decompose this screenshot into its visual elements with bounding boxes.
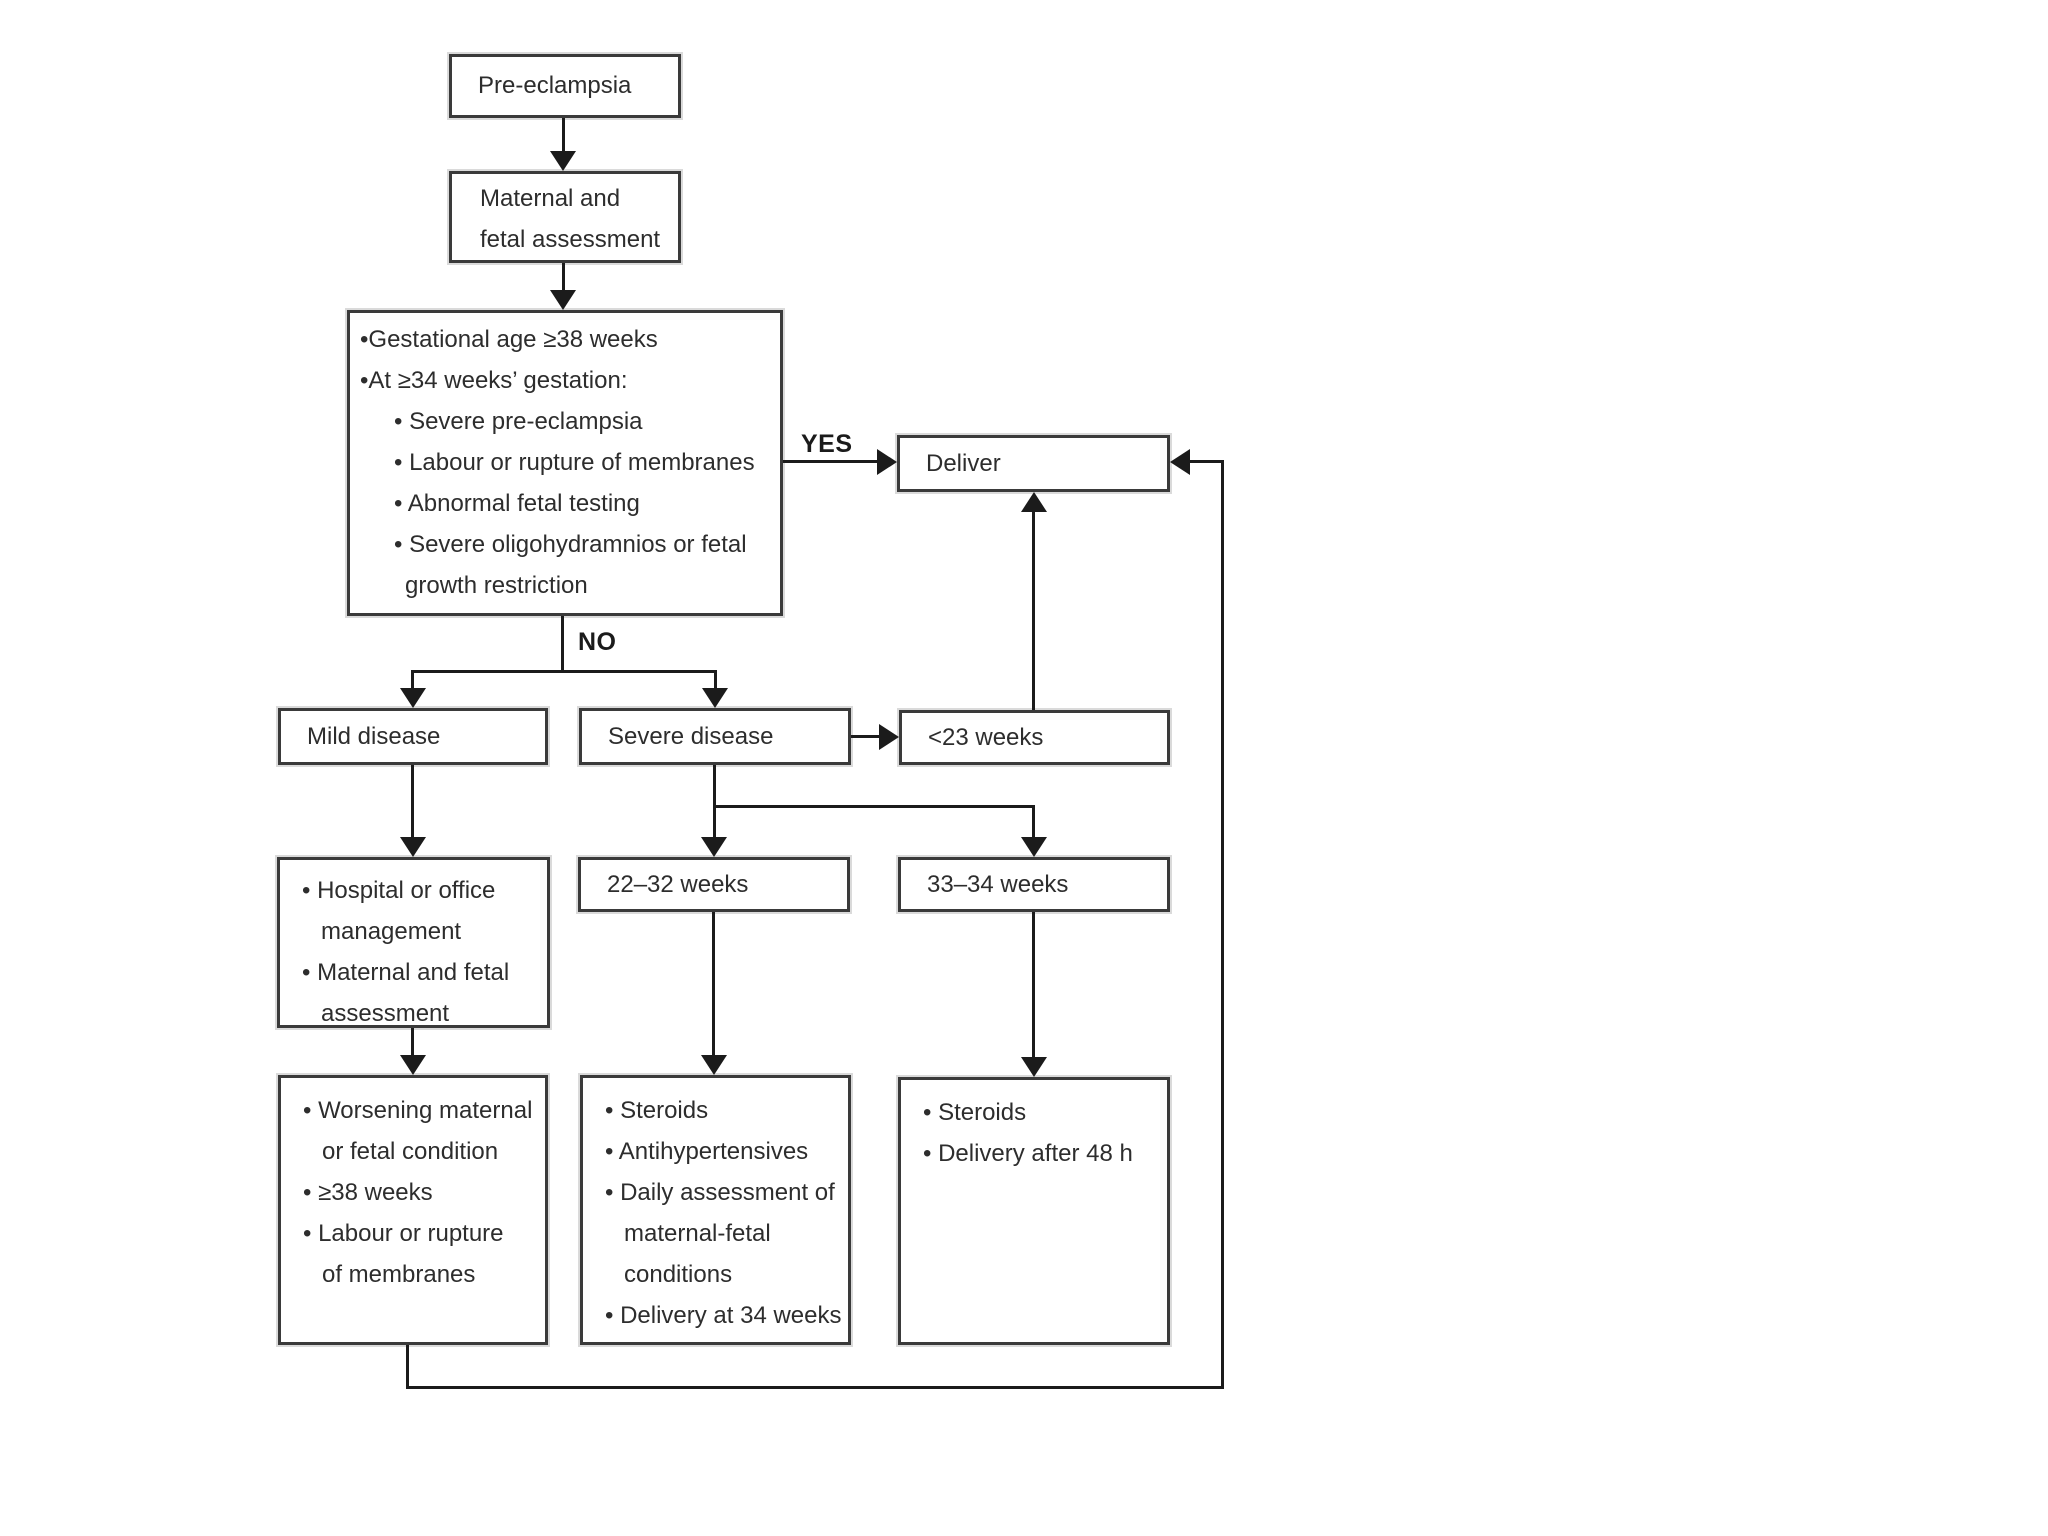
connector-hospital-to-worsening	[411, 1028, 414, 1057]
arrowhead-under23-to-deliver	[1021, 492, 1047, 512]
node-delivery-criteria: •Gestational age ≥38 weeks •At ≥34 weeks…	[345, 308, 785, 618]
connector-severe-down	[713, 765, 716, 839]
worsening-line: • Labour or rupture	[303, 1220, 504, 1247]
connector-severe-to-under23	[851, 735, 881, 738]
node-33-34-weeks: 33–34 weeks	[896, 855, 1172, 914]
node-pre-eclampsia: Pre-eclampsia	[447, 52, 683, 120]
hospital-line: • Maternal and fetal	[302, 959, 510, 986]
hospital-line: assessment	[321, 1000, 450, 1027]
connector-feedback-right	[1221, 460, 1224, 1389]
criteria-line: • Severe oligohydramnios or fetal	[394, 531, 747, 558]
arrowhead-22-32-to-plan	[701, 1055, 727, 1075]
connector-mild-to-hospital	[411, 765, 414, 839]
node-steroids-22-32-plan: • Steroids • Antihypertensives • Daily a…	[578, 1073, 853, 1347]
connector-no-stem	[561, 616, 564, 672]
worsening-line: or fetal condition	[322, 1138, 499, 1165]
connector-feedback-bottom	[406, 1386, 1224, 1389]
arrowhead-split-to-severe	[702, 688, 728, 708]
arrowhead-split-to-mild	[400, 688, 426, 708]
criteria-line: growth restriction	[405, 572, 588, 599]
steroids-22-32-line: conditions	[624, 1261, 733, 1288]
node-under-23-weeks: <23 weeks	[897, 708, 1172, 767]
connector-feedback-top	[1190, 460, 1224, 463]
criteria-line: • Labour or rupture of membranes	[394, 449, 755, 476]
node-pre-eclampsia-label: Pre-eclampsia	[478, 72, 632, 99]
connector-severe-branch	[713, 805, 1035, 808]
connector-assessment-to-criteria	[562, 263, 565, 292]
arrowhead-pre-to-assessment	[550, 151, 576, 171]
node-deliver-label: Deliver	[926, 449, 1001, 477]
node-steroids-33-34-plan: • Steroids • Delivery after 48 h	[896, 1075, 1172, 1347]
worsening-line: • Worsening maternal	[303, 1097, 533, 1124]
arrowhead-to-22-32	[701, 837, 727, 857]
connector-split-to-severe	[714, 670, 717, 690]
node-severe-disease: Severe disease	[577, 706, 853, 767]
connector-pre-to-assessment	[562, 118, 565, 153]
steroids-33-34-line: • Delivery after 48 h	[923, 1140, 1133, 1167]
steroids-22-32-line: • Steroids	[605, 1097, 709, 1124]
criteria-line: •At ≥34 weeks’ gestation:	[360, 367, 628, 394]
node-severe-disease-label: Severe disease	[608, 722, 774, 750]
node-worsening-condition: • Worsening maternal or fetal condition …	[276, 1073, 550, 1347]
arrowhead-33-34-to-plan	[1021, 1057, 1047, 1077]
node-22-32-weeks: 22–32 weeks	[576, 855, 852, 914]
arrowhead-mild-to-hospital	[400, 837, 426, 857]
worsening-line: • ≥38 weeks	[303, 1179, 433, 1206]
arrowhead-hospital-to-worsening	[400, 1055, 426, 1075]
connector-under23-to-deliver	[1032, 510, 1035, 710]
criteria-line: •Gestational age ≥38 weeks	[360, 326, 658, 353]
node-22-32-weeks-label: 22–32 weeks	[607, 870, 749, 898]
hospital-line: • Hospital or office	[302, 877, 496, 904]
arrowhead-to-33-34	[1021, 837, 1047, 857]
arrowhead-assessment-to-criteria	[550, 290, 576, 310]
worsening-line: of membranes	[322, 1261, 476, 1288]
hospital-line: management	[321, 918, 462, 945]
node-mild-disease: Mild disease	[276, 706, 550, 767]
node-maternal-line: Maternal and	[480, 185, 621, 212]
steroids-22-32-line: • Antihypertensives	[605, 1138, 809, 1165]
connector-33-34-to-plan	[1032, 912, 1035, 1057]
steroids-33-34-line: • Steroids	[923, 1099, 1027, 1126]
branch-label-yes: YES	[801, 430, 853, 458]
node-hospital-office-management: • Hospital or office management • Matern…	[275, 855, 552, 1030]
connector-branch-to-33-34	[1032, 805, 1035, 839]
arrowhead-feedback-to-deliver	[1170, 449, 1190, 475]
connector-feedback-down	[406, 1345, 409, 1389]
node-deliver: Deliver	[895, 433, 1172, 494]
arrowhead-severe-to-under23	[879, 724, 899, 750]
steroids-22-32-line: maternal-fetal	[624, 1220, 771, 1247]
node-mild-disease-label: Mild disease	[307, 722, 441, 750]
node-under-23-weeks-label: <23 weeks	[928, 723, 1044, 751]
node-33-34-weeks-label: 33–34 weeks	[927, 870, 1069, 898]
steroids-22-32-line: • Daily assessment of	[605, 1179, 835, 1206]
node-maternal-fetal-assessment: Maternal and fetal assessment	[447, 169, 683, 265]
branch-label-no: NO	[578, 628, 617, 656]
arrowhead-yes-to-deliver	[877, 449, 897, 475]
connector-split-to-mild	[411, 670, 414, 690]
connector-22-32-to-plan	[712, 912, 715, 1055]
criteria-line: • Abnormal fetal testing	[394, 490, 640, 517]
node-maternal-line: fetal assessment	[480, 226, 661, 253]
criteria-line: • Severe pre-eclampsia	[394, 408, 643, 435]
connector-no-split	[411, 670, 717, 673]
steroids-22-32-line: • Delivery at 34 weeks	[605, 1302, 842, 1329]
connector-yes-to-deliver	[783, 460, 878, 463]
